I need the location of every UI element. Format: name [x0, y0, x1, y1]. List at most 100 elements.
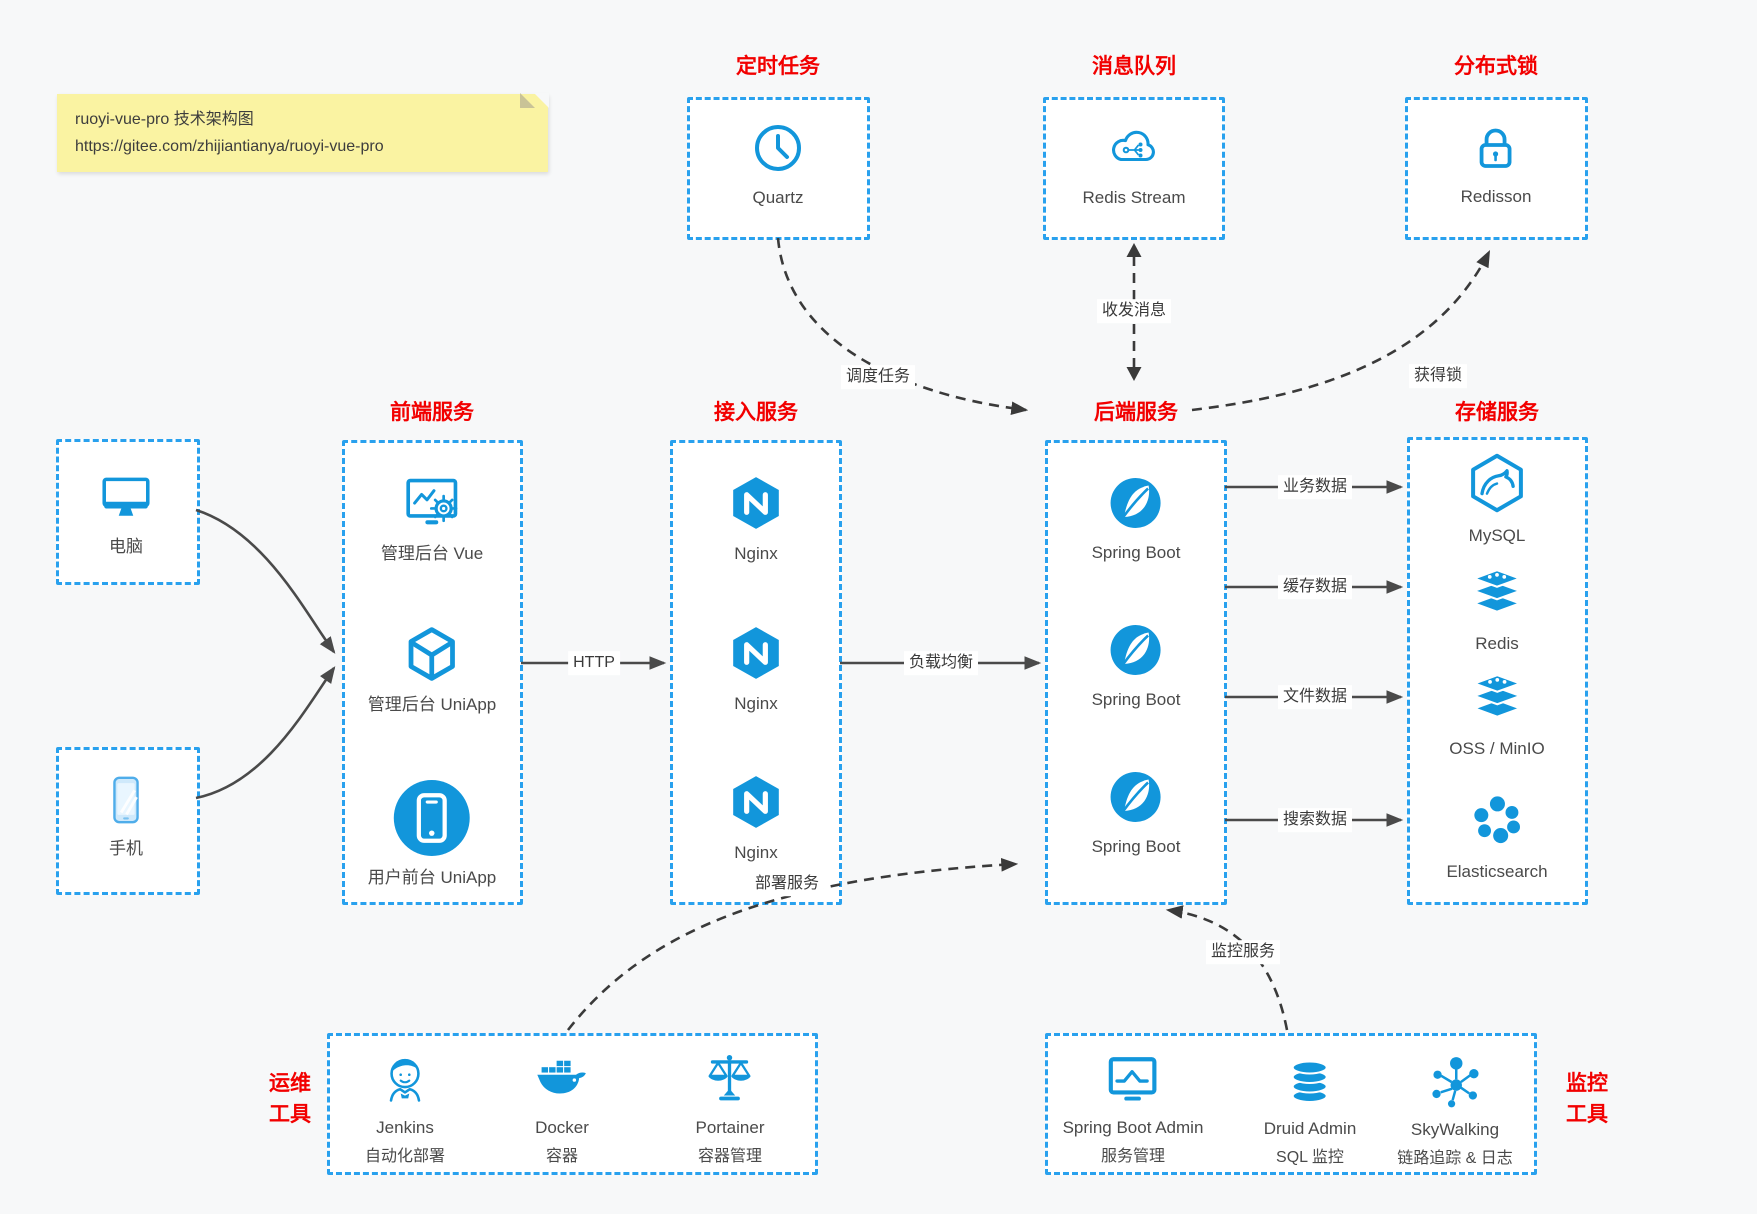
title-message-queue: 消息队列: [1092, 55, 1176, 78]
storage-box: [1407, 437, 1588, 905]
sticky-note: ruoyi-vue-pro 技术架构图 https://gitee.com/zh…: [57, 92, 549, 173]
edge-label-search-data: 搜索数据: [1277, 808, 1353, 832]
edge-phone-frontend: [195, 666, 336, 800]
elasticsearch-icon: [1468, 791, 1526, 849]
node-admin-vue: 管理后台 Vue: [381, 473, 483, 565]
node-springboot-3: Spring Boot: [1091, 770, 1181, 858]
node-label: Jenkins: [376, 1118, 434, 1137]
node-label: Nginx: [734, 694, 778, 713]
edge-label-http: HTTP: [568, 651, 620, 675]
node-nginx-3: Nginx: [728, 774, 784, 864]
message-arrowhead-down: [1126, 367, 1142, 381]
node-redis: Redis: [1469, 565, 1525, 655]
edge-label-load-balance: 负载均衡: [903, 651, 979, 675]
docker-whale-icon: [533, 1050, 591, 1108]
smartphone-icon: [100, 774, 152, 826]
node-mysql: MySQL: [1467, 453, 1527, 547]
oss-stack-icon: [1469, 670, 1525, 726]
database-icon: [1283, 1055, 1337, 1109]
node-oss-minio: OSS / MinIO: [1449, 670, 1545, 760]
node-nginx-1: Nginx: [728, 475, 784, 565]
title-scheduled-tasks: 定时任务: [736, 55, 820, 78]
edge-monitor-service: [1165, 905, 1289, 1031]
note-url: https://gitee.com/zhijiantianya/ruoyi-vu…: [75, 138, 384, 156]
node-portainer: Portainer 容器管理: [695, 1052, 765, 1166]
node-label: 管理后台 Vue: [380, 544, 484, 563]
topology-icon: [1427, 1054, 1483, 1110]
note-title: ruoyi-vue-pro 技术架构图: [75, 111, 254, 128]
scales-icon: [702, 1052, 758, 1108]
node-desc: 自动化部署: [364, 1148, 446, 1166]
title-monitoring-tools: 监控 工具: [1547, 1068, 1627, 1130]
node-label: Spring Boot: [1091, 690, 1181, 709]
node-label: Quartz: [752, 188, 804, 207]
node-springboot-1: Spring Boot: [1091, 476, 1181, 564]
edge-label-schedule-task: 调度任务: [840, 365, 916, 389]
node-user-uniapp: 用户前台 UniApp: [368, 777, 496, 889]
node-label: Elasticsearch: [1446, 862, 1548, 881]
node-label: 管理后台 UniApp: [367, 695, 497, 714]
node-admin-uniapp: 管理后台 UniApp: [368, 626, 496, 716]
title-ops-tools: 运维 工具: [250, 1068, 330, 1130]
nginx-icon: [728, 774, 784, 830]
node-elasticsearch: Elasticsearch: [1446, 791, 1548, 883]
redis-stack-icon: [1469, 565, 1525, 621]
node-label: 手机: [109, 839, 143, 858]
node-label: Druid Admin: [1263, 1119, 1357, 1138]
node-desc: 容器: [545, 1148, 578, 1166]
monitoring-box: [1045, 1033, 1537, 1175]
title-monitoring-tools-line1: 监控: [1566, 1072, 1608, 1095]
spring-boot-icon: [1109, 623, 1163, 677]
title-frontend-services: 前端服务: [390, 401, 474, 424]
lock-icon: [1469, 120, 1523, 174]
node-label: Portainer: [695, 1118, 765, 1137]
node-desc: 容器管理: [697, 1148, 763, 1166]
nginx-icon: [728, 475, 784, 531]
lock-box: [1405, 97, 1588, 240]
node-label: OSS / MinIO: [1449, 739, 1545, 758]
node-phone: 手机: [100, 774, 152, 860]
node-label: Nginx: [734, 544, 778, 563]
title-ops-tools-line2: 工具: [269, 1103, 311, 1126]
edge-label-file-data: 文件数据: [1277, 685, 1353, 709]
mq-box: [1043, 97, 1225, 240]
node-label: Redisson: [1460, 187, 1532, 206]
node-quartz: Quartz: [751, 121, 805, 209]
edge-label-monitor-service: 监控服务: [1205, 940, 1281, 964]
cloud-network-icon: [1107, 121, 1161, 175]
edge-label-deploy-service: 部署服务: [749, 872, 825, 896]
monitor-chart-icon: [1105, 1052, 1161, 1108]
edge-label-cache-data: 缓存数据: [1277, 575, 1353, 599]
node-label: Redis Stream: [1082, 188, 1186, 207]
node-label: MySQL: [1468, 526, 1526, 545]
node-label: 用户前台 UniApp: [367, 868, 497, 887]
node-desc: SQL 监控: [1276, 1149, 1344, 1167]
spring-boot-icon: [1109, 770, 1163, 824]
node-label: SkyWalking: [1410, 1120, 1500, 1139]
node-skywalking: SkyWalking 链路追踪 & 日志: [1397, 1054, 1513, 1168]
title-ops-tools-line1: 运维: [269, 1072, 311, 1095]
edge-computer-frontend: [195, 508, 336, 654]
mysql-icon: [1467, 453, 1527, 513]
node-nginx-2: Nginx: [728, 625, 784, 715]
node-docker: Docker 容器: [533, 1050, 591, 1166]
message-arrowhead-up: [1126, 243, 1142, 257]
node-redis-stream: Redis Stream: [1082, 121, 1186, 209]
title-monitoring-tools-line2: 工具: [1566, 1103, 1608, 1126]
node-label: Spring Boot: [1091, 543, 1181, 562]
uniapp-cube-icon: [404, 626, 460, 682]
edge-label-business-data: 业务数据: [1277, 475, 1353, 499]
node-label: Spring Boot: [1091, 837, 1181, 856]
title-gateway-services: 接入服务: [714, 401, 798, 424]
node-jenkins: Jenkins 自动化部署: [365, 1050, 445, 1166]
node-label: Spring Boot Admin: [1062, 1118, 1204, 1137]
node-desc: 链路追踪 & 日志: [1397, 1150, 1513, 1168]
jenkins-icon: [376, 1050, 434, 1108]
node-label: 电脑: [109, 537, 143, 556]
title-distributed-lock: 分布式锁: [1454, 55, 1538, 78]
title-storage-services: 存储服务: [1455, 401, 1539, 424]
node-springboot-2: Spring Boot: [1091, 623, 1181, 711]
node-desc: 服务管理: [1100, 1148, 1165, 1166]
edge-label-acquire-lock: 获得锁: [1408, 364, 1468, 388]
